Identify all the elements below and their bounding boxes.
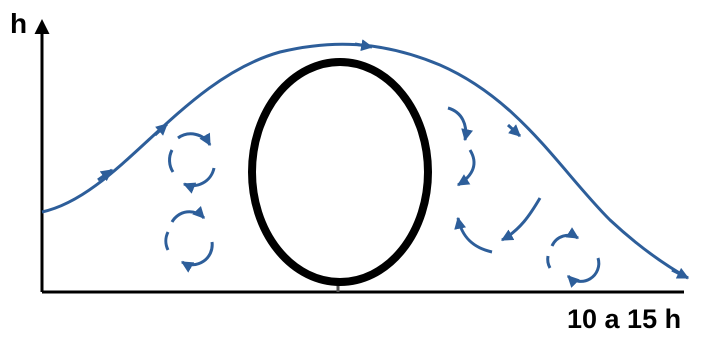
lee-eddies [448, 108, 540, 252]
x-axis-label: 10 a 15 h [567, 304, 681, 335]
obstacle-ellipse [252, 62, 428, 282]
eddy-lower-left [166, 212, 212, 265]
eddy-upper-left [170, 134, 214, 186]
eddy-lower-right [548, 235, 599, 281]
y-axis-label: h [10, 8, 27, 40]
